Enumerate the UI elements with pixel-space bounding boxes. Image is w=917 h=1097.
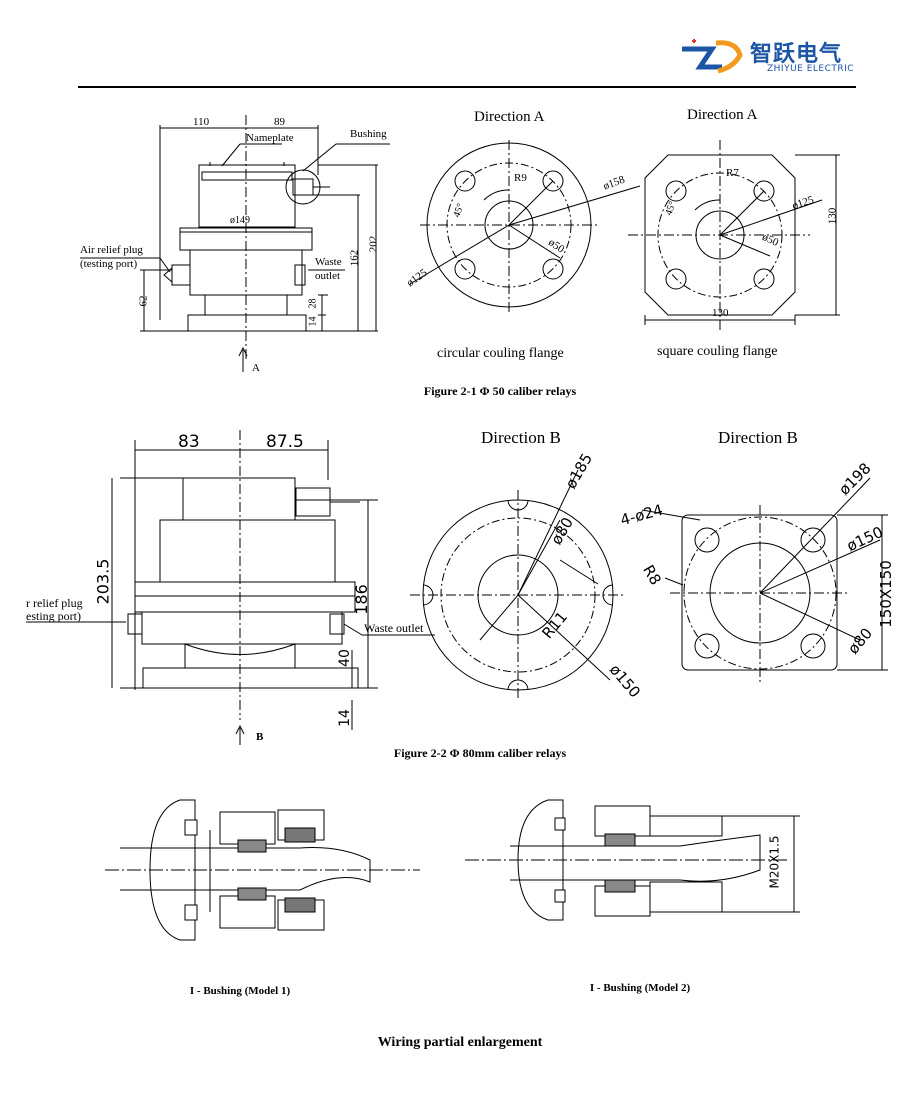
bushing-label: Bushing <box>350 128 387 140</box>
outlet-label: outlet <box>315 270 341 282</box>
direction-a-title-1: Direction A <box>474 109 545 125</box>
r7-label: R7 <box>726 167 739 179</box>
nameplate-label: Nameplate <box>246 132 294 144</box>
size-150x150-label: 150X150 <box>876 560 895 628</box>
logo-mark-icon <box>682 39 743 74</box>
dim-14: 14 <box>307 316 319 327</box>
square-flange-caption: square couling flange <box>657 344 778 359</box>
testing-port-label: (testing port) <box>80 258 138 270</box>
dim-130-bottom: 130 <box>712 307 729 319</box>
dim-202: 202 <box>367 235 380 253</box>
figure-2-1-caption: Figure 2-1 Φ 50 caliber relays <box>423 384 577 398</box>
header-rule <box>78 86 856 88</box>
direction-b-title-1: Direction B <box>481 428 561 447</box>
waste-outlet-label-b: Waste outlet <box>364 621 424 635</box>
dim-203-5: 203.5 <box>93 558 113 605</box>
air-relief-label-b: r relief plug <box>26 596 83 610</box>
wiring-enlargement-title: Wiring partial enlargement <box>377 1035 543 1050</box>
view-arrow-b-label: B <box>256 731 264 743</box>
dim-14-b: 14 <box>336 709 353 727</box>
square-flange-b <box>641 477 888 685</box>
thread-label: M20X1.5 <box>767 835 782 889</box>
direction-a-title-2: Direction A <box>687 107 758 123</box>
circular-flange-b <box>410 469 625 700</box>
view-arrow-a-label: A <box>252 362 260 374</box>
brand-name-en: ZHIYUE ELECTRIC <box>767 64 855 74</box>
dim-162: 162 <box>348 249 361 267</box>
circular-flange-caption: circular couling flange <box>437 346 564 361</box>
bushing-model-2 <box>465 799 800 921</box>
dim-83: 83 <box>178 432 200 452</box>
figure-2-2-caption: Figure 2-2 Φ 80mm caliber relays <box>393 746 567 760</box>
company-logo <box>678 37 748 75</box>
dim-62: 62 <box>137 295 150 307</box>
dim-110: 110 <box>193 116 210 128</box>
bushing-model-2-caption: I - Bushing (Model 2) <box>589 982 691 994</box>
dim-40: 40 <box>336 649 353 667</box>
testing-port-label-b: esting port) <box>26 609 81 623</box>
bushing-model-1 <box>105 799 420 941</box>
brand-name-cn: 智跃电气 <box>750 42 843 67</box>
dim-28: 28 <box>307 298 319 309</box>
r9-label: R9 <box>514 172 527 184</box>
side-view-80 <box>26 430 435 745</box>
dim-89: 89 <box>274 116 285 128</box>
waste-label: Waste <box>315 256 342 268</box>
bushing-model-1-caption: I - Bushing (Model 1) <box>189 985 291 997</box>
dim-186: 186 <box>351 584 371 615</box>
side-view-50 <box>80 115 390 372</box>
direction-b-title-2: Direction B <box>718 428 798 447</box>
square-flange-a <box>628 140 840 330</box>
dim-130-right: 130 <box>826 207 839 225</box>
circular-flange-a <box>409 140 641 312</box>
air-relief-label: Air relief plug <box>80 244 143 256</box>
flange-diameter-label: ø149 <box>230 215 250 226</box>
dim-87-5: 87.5 <box>266 432 304 452</box>
